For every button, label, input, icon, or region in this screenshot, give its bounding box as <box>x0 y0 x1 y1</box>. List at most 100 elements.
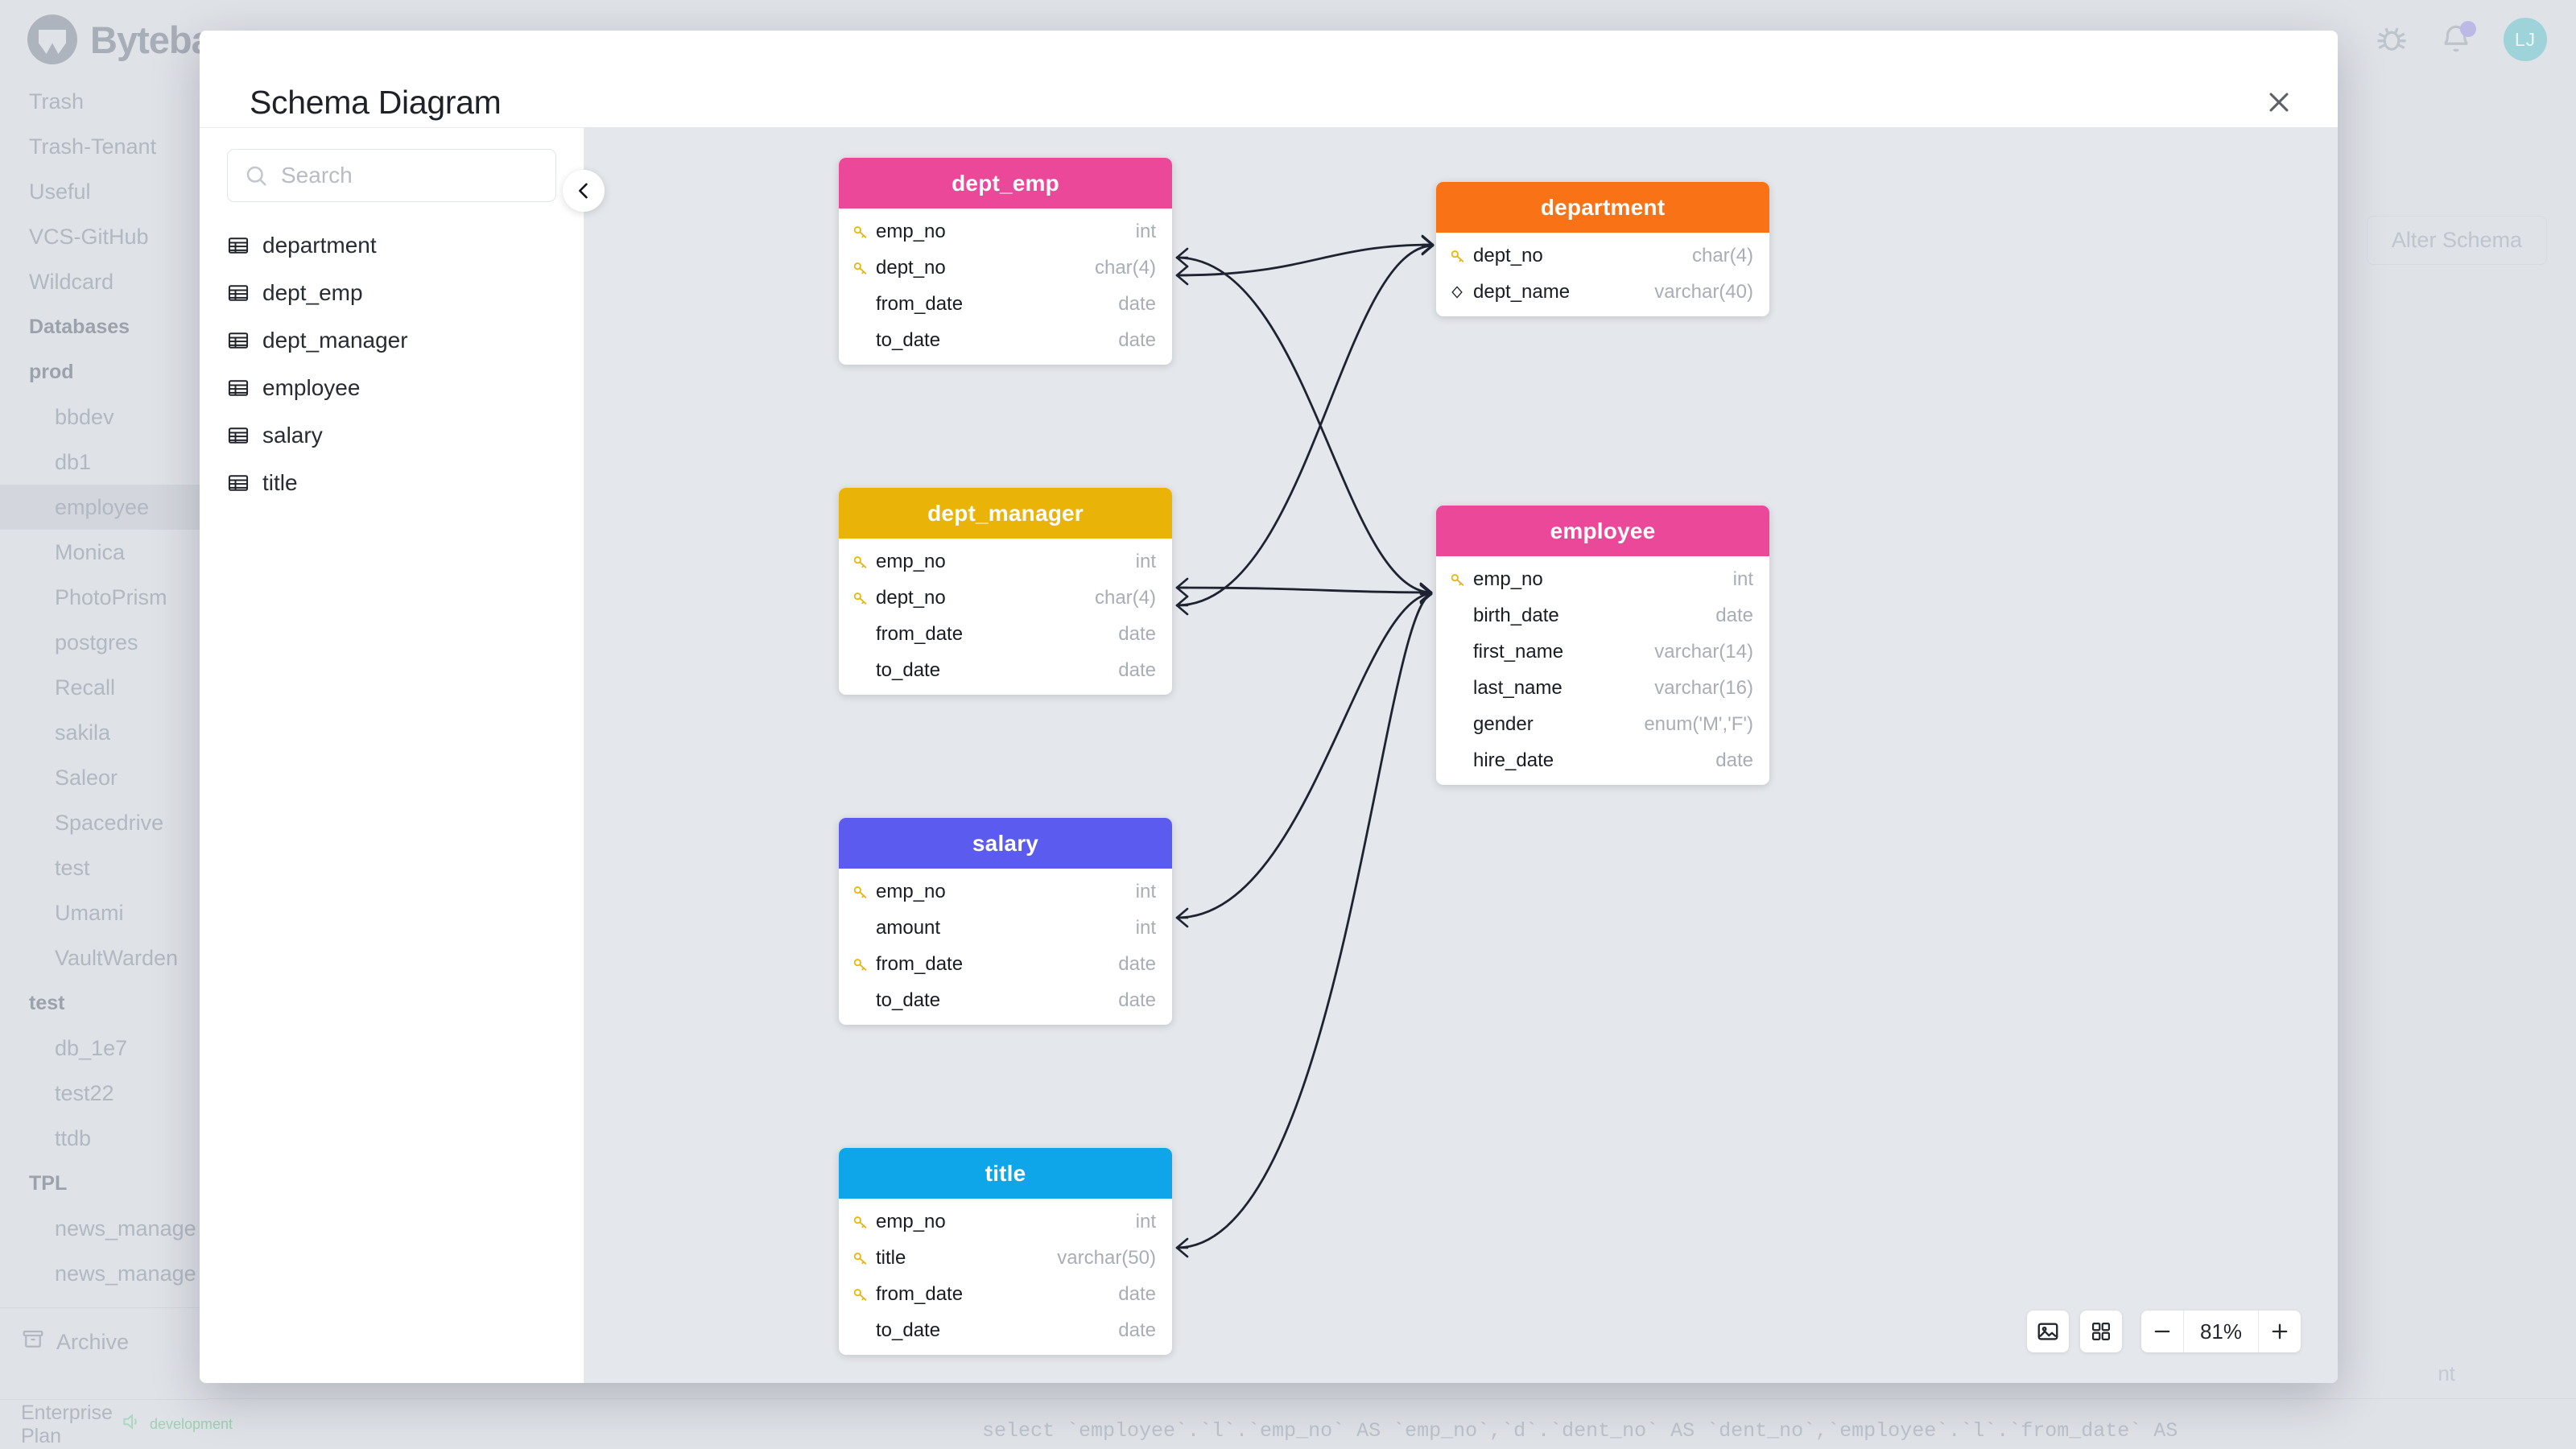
sidebar-item-trash-tenant[interactable]: Trash-Tenant <box>0 124 208 169</box>
sidebar-item-news-manage[interactable]: news_manage <box>0 1251 208 1296</box>
table-list-item-employee[interactable]: employee <box>200 364 584 411</box>
zoom-out-button[interactable] <box>2141 1311 2183 1352</box>
sidebar-item-archive[interactable]: Archive <box>0 1319 208 1364</box>
table-list-item-title[interactable]: title <box>200 459 584 506</box>
sidebar-item-db1[interactable]: db1 <box>0 440 208 485</box>
sidebar-item-useful[interactable]: Useful <box>0 169 208 214</box>
sidebar-item-monica[interactable]: Monica <box>0 530 208 575</box>
zoom-in-button[interactable] <box>2259 1311 2301 1352</box>
table-icon <box>227 234 250 257</box>
sidebar-item-ttdb[interactable]: ttdb <box>0 1116 208 1161</box>
sidebar-item-saleor[interactable]: Saleor <box>0 755 208 800</box>
sidebar-item-recall[interactable]: Recall <box>0 665 208 710</box>
table-list-item-dept_emp[interactable]: dept_emp <box>200 269 584 316</box>
table-node-header[interactable]: dept_manager <box>839 488 1172 539</box>
sidebar-item-sakila[interactable]: sakila <box>0 710 208 755</box>
bug-icon[interactable] <box>2375 23 2409 56</box>
table-list-item-department[interactable]: department <box>200 221 584 269</box>
column-type: int <box>1135 1210 1156 1232</box>
sidebar-item-test22[interactable]: test22 <box>0 1071 208 1116</box>
sidebar-item-photoprism[interactable]: PhotoPrism <box>0 575 208 620</box>
sidebar-item-vcs-github[interactable]: VCS-GitHub <box>0 214 208 259</box>
table-list-item-label: salary <box>262 422 323 448</box>
table-node-header[interactable]: title <box>839 1148 1172 1199</box>
sidebar-item-umami[interactable]: Umami <box>0 890 208 935</box>
search-box[interactable] <box>227 149 556 202</box>
sidebar-item-bbdev[interactable]: bbdev <box>0 394 208 440</box>
sidebar-item-label: Monica <box>55 539 126 564</box>
avatar[interactable]: LJ <box>2504 18 2547 61</box>
table-list-item-dept_manager[interactable]: dept_manager <box>200 316 584 364</box>
environment-tag: development <box>149 1416 233 1432</box>
table-node-header[interactable]: department <box>1436 182 1769 233</box>
zoom-level-label: 81% <box>2199 1319 2243 1344</box>
sql-preview-text: select `employee`.`l`.`emp_no` AS `emp_n… <box>982 1419 2178 1443</box>
sidebar-item-wildcard[interactable]: Wildcard <box>0 259 208 304</box>
column-name: from_date <box>876 292 964 315</box>
column-type: date <box>1715 749 1753 771</box>
sidebar-item-tpl[interactable]: TPL <box>0 1161 208 1206</box>
sidebar-item-db-1e7[interactable]: db_1e7 <box>0 1026 208 1071</box>
speaker-icon[interactable] <box>121 1411 142 1438</box>
column-type: date <box>1118 328 1156 351</box>
table-node-header[interactable]: employee <box>1436 506 1769 556</box>
fit-view-grid-icon[interactable] <box>2080 1311 2122 1352</box>
sidebar-item-vaultwarden[interactable]: VaultWarden <box>0 935 208 980</box>
search-input[interactable] <box>281 163 539 188</box>
sidebar-item-test[interactable]: test <box>0 845 208 890</box>
sidebar-item-postgres[interactable]: postgres <box>0 620 208 665</box>
sidebar-item-spacedrive[interactable]: Spacedrive <box>0 800 208 845</box>
key-icon <box>852 956 876 973</box>
sidebar-item-trash[interactable]: Trash <box>0 79 208 124</box>
header-actions: LJ <box>2375 18 2547 61</box>
collapse-panel-button[interactable] <box>563 170 605 212</box>
notification-bell-icon[interactable] <box>2439 21 2476 56</box>
table-node-header[interactable]: dept_emp <box>839 158 1172 208</box>
sidebar-item-label: db_1e7 <box>55 1035 128 1060</box>
export-image-icon[interactable] <box>2027 1311 2069 1352</box>
relationship-edge <box>1176 256 1432 594</box>
column-name: dept_no <box>876 586 946 609</box>
sidebar-item-employee[interactable]: employee <box>0 485 208 530</box>
sidebar-item-test[interactable]: test <box>0 980 208 1026</box>
table-node-header[interactable]: salary <box>839 818 1172 869</box>
close-icon[interactable] <box>2257 80 2301 124</box>
sidebar-item-news-manage[interactable]: news_manage <box>0 1206 208 1251</box>
relationship-edge <box>1176 592 1432 919</box>
sidebar-item-prod[interactable]: prod <box>0 349 208 394</box>
alter-schema-button[interactable]: Alter Schema <box>2366 216 2547 265</box>
table-list-item-salary[interactable]: salary <box>200 411 584 459</box>
